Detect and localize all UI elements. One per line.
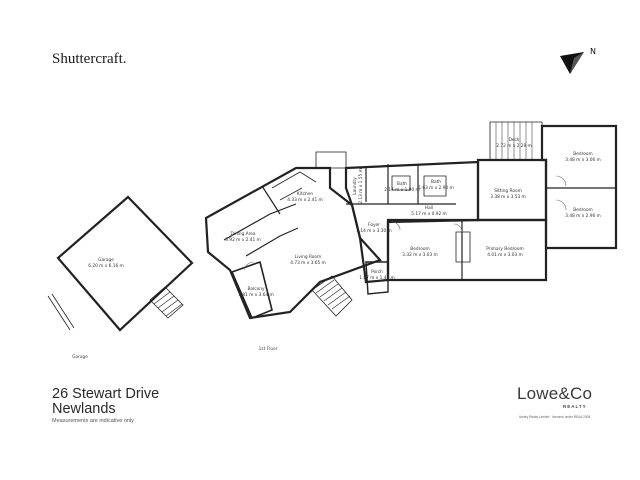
room-dims: 2.72 m x 2.29 m (496, 143, 532, 149)
room-name: Bedroom (573, 151, 592, 157)
room-dims: 3.92 m x 2.41 m (225, 237, 261, 243)
room-name: Sitting Room (494, 188, 522, 194)
garage-outline (56, 195, 194, 332)
svg-text:N: N (590, 47, 596, 56)
room-dims: 6.20 m x 6.16 m (88, 263, 124, 269)
room-dims: 3.32 m x 3.03 m (402, 252, 438, 258)
address-street: 26 Stewart Drive (52, 386, 160, 402)
room-name: Deck (509, 137, 520, 143)
floor-label-main: 1st Floor (259, 346, 278, 352)
north-arrow-icon: N (560, 47, 596, 74)
balcony-outline (230, 260, 273, 320)
garage-stairs (149, 286, 184, 319)
room-name: Hall (425, 205, 433, 211)
room-dims: 3.48 m x 3.06 m (565, 157, 601, 163)
room-dims: 1.87 m x 1.48 m (359, 275, 395, 281)
room-dims: 5.17 m x 0.92 m (411, 211, 447, 217)
room-dims: 4.73 m x 3.65 m (290, 260, 326, 266)
room-name: Porch (371, 269, 383, 275)
address-suburb: Newlands (52, 401, 116, 417)
room-dims: 1.63 m x 2.90 m (418, 185, 454, 191)
agency-legal: Ambry Realty Limited · licensed under RE… (519, 415, 591, 419)
agency-logo: Lowe&Co (517, 384, 593, 403)
room-dims: 4.01 m x 3.03 m (487, 252, 523, 258)
room-name: Bedroom (573, 207, 592, 213)
room-name: Dining Area (230, 231, 255, 237)
room-dims: 2.14 m x 1.90 m (384, 187, 420, 193)
ne-bedrooms-outline (540, 124, 618, 250)
room-name: Primary Bedroom (486, 246, 523, 252)
room-name: Bath (431, 179, 441, 185)
room-name: Garage (98, 257, 114, 263)
room-dims: 3.48 m x 2.96 m (565, 213, 601, 219)
room-name: Bedroom (410, 246, 429, 252)
agency-logo-sub: REALTY (563, 404, 587, 409)
floor-label-garage: Garage (72, 354, 88, 360)
room-dims: 2.13 m x 1.55 m (358, 168, 364, 204)
room-name: Kitchen (297, 191, 313, 197)
room-dims: 4.33 m x 2.41 m (287, 197, 323, 203)
room-dims: 3.14 m x 3.30 m (356, 228, 392, 234)
room-name: Laundry (352, 177, 358, 195)
disclaimer-note: Measurements are indicative only (52, 418, 134, 424)
room-dims: 3.38 m x 3.53 m (490, 194, 526, 200)
room-name: Bath (397, 181, 407, 187)
room-name: Foyer (368, 222, 380, 228)
room-dims: 1.81 m x 3.64 m (238, 292, 274, 298)
front-stairs (311, 275, 353, 317)
room-name: Balcony (247, 286, 264, 292)
porch-outline (365, 261, 389, 295)
brand-wordmark: Shuttercraft. (52, 51, 127, 67)
room-name: Living Room (295, 254, 321, 260)
